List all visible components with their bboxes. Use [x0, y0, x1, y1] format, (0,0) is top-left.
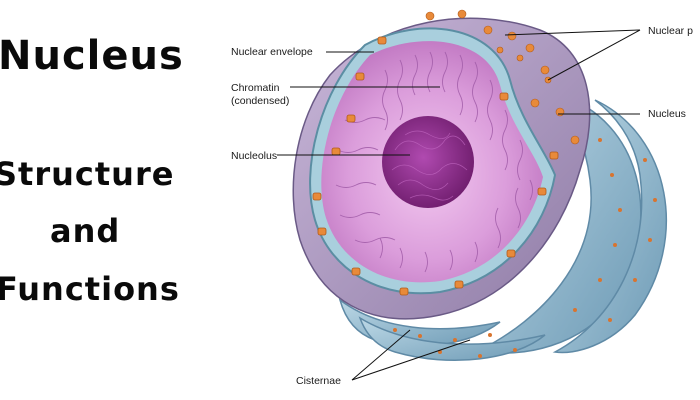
er-cisternae	[338, 93, 667, 361]
subtitle-line-functions: Functions	[0, 270, 180, 308]
nucleolus	[382, 116, 474, 208]
label-nuclear-envelope: Nuclear envelope	[231, 46, 313, 58]
outer-surface-pores	[425, 9, 580, 145]
chromatin	[335, 51, 533, 273]
subtitle-line-structure: Structure	[0, 155, 175, 193]
label-nucleus: Nucleus	[648, 108, 686, 120]
label-chromatin: Chromatin	[231, 82, 280, 94]
label-nuclear-pores: Nuclear p	[648, 25, 693, 37]
label-cisternae: Cisternae	[296, 375, 341, 387]
nuclear-pores	[312, 36, 559, 296]
nucleolus-texture	[391, 130, 468, 201]
subtitle-line-and: and	[50, 212, 121, 250]
label-chromatin-condensed: (condensed)	[231, 95, 290, 107]
page-title: Nucleus	[0, 33, 184, 79]
leader-lines	[277, 29, 641, 381]
label-nucleolus: Nucleolus	[231, 150, 278, 162]
